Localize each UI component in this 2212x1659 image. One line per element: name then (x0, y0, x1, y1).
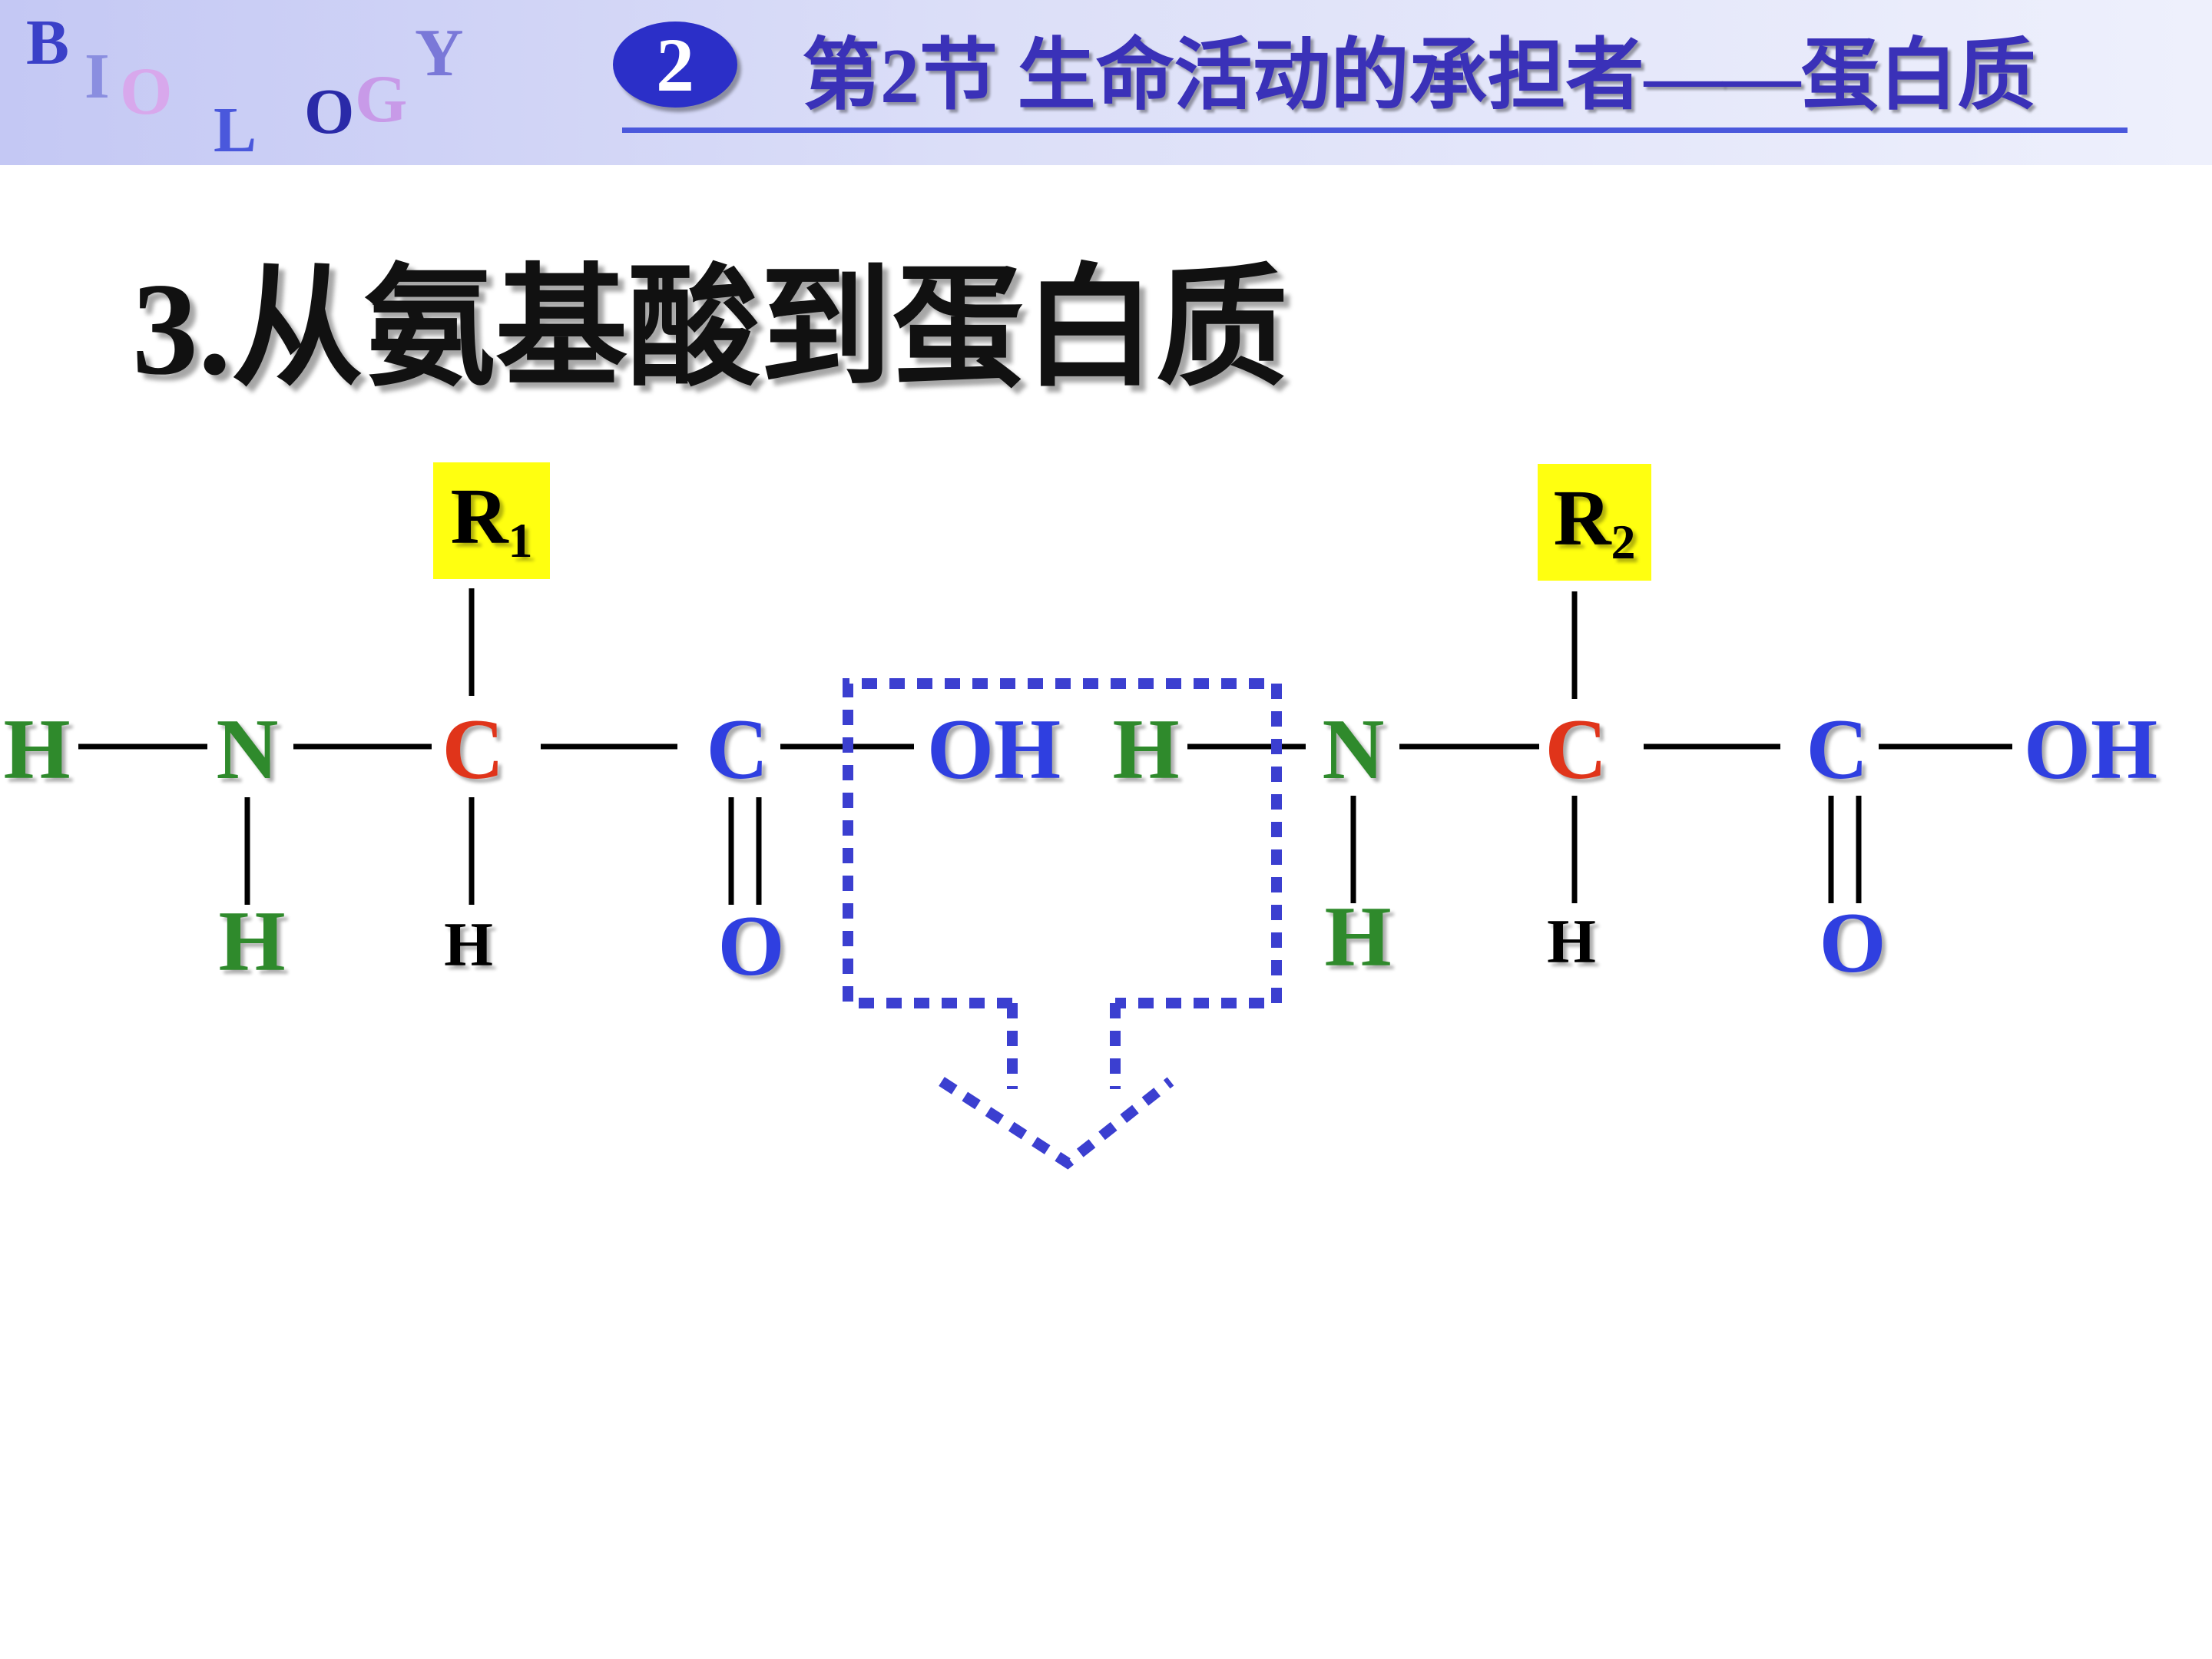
header-divider (622, 127, 2128, 133)
logo-letter-i: I (84, 41, 110, 112)
atom-c-carboxyl-1: C (706, 702, 769, 797)
arrow-head (939, 1077, 1174, 1170)
r-group-1-highlight: R1 (433, 462, 550, 579)
atom-o-carbonyl-2: O (1819, 896, 1886, 991)
section-title: 第2节 生命活动的承担者——蛋白质 (802, 33, 2036, 120)
atom-h-amino-down-2: H (1324, 889, 1392, 985)
slide-title: 3.从氨基酸到蛋白质 (132, 257, 1288, 402)
atom-oh-2: OH (2023, 702, 2158, 797)
atom-c-carboxyl-2: C (1806, 702, 1869, 797)
logo-letter-y: Y (415, 16, 464, 91)
atom-h-amino-left-2: H (1112, 702, 1180, 797)
dehydration-highlight (843, 678, 1282, 1170)
r-group-2-label: R2 (1553, 473, 1636, 569)
atom-o-carbonyl-1: O (717, 899, 785, 994)
atom-h-alpha-2: H (1547, 906, 1596, 976)
section-number-badge: 2 (613, 22, 737, 108)
atom-h-alpha-1: H (444, 909, 493, 979)
atom-h-amino-left-1: H (3, 702, 71, 797)
r-group-1-label: R1 (450, 472, 533, 568)
r-group-2-highlight: R2 (1538, 464, 1651, 581)
logo-letter-o: O (120, 55, 173, 129)
atom-n-1: N (216, 702, 279, 797)
logo-letter-g: G (355, 62, 408, 137)
atom-oh-1: OH (926, 702, 1061, 797)
logo-letter-b: B (26, 7, 70, 78)
atom-h-amino-down-1: H (218, 894, 286, 989)
header-band (0, 0, 2212, 165)
atom-c-alpha-1: C (442, 702, 505, 797)
logo-letter-o2: O (304, 76, 355, 147)
logo-letter-l: L (214, 94, 257, 166)
atom-c-alpha-2: C (1545, 702, 1608, 797)
dehydration-box-outline (843, 678, 1282, 1008)
atom-n-2: N (1322, 702, 1385, 797)
